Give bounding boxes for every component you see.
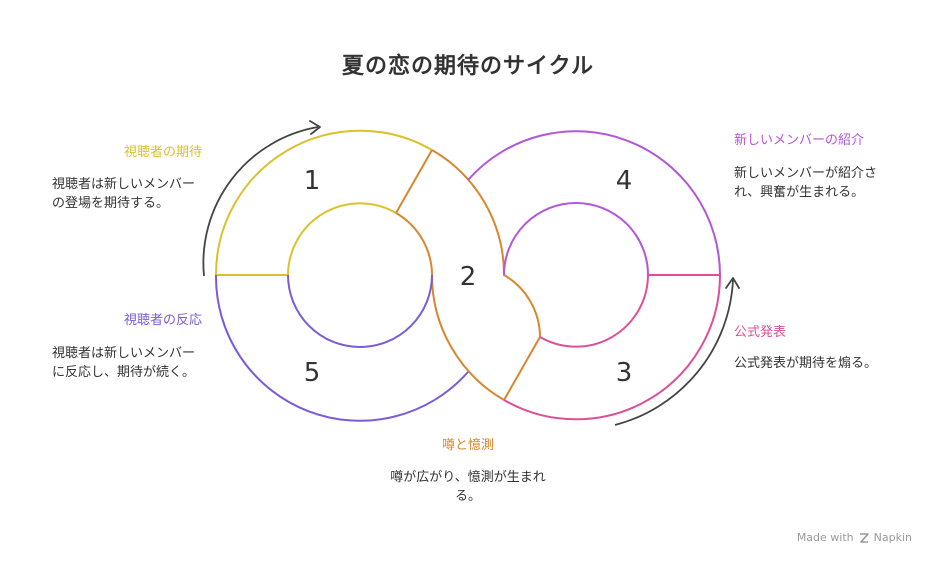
segment-4 (467, 130, 721, 276)
stage-desc-2: 噂が広がり、憶測が生まれる。 (390, 470, 546, 504)
segment-1 (214, 129, 433, 276)
flow-arrow-left (202, 120, 321, 277)
stage-number-4: 4 (615, 166, 633, 196)
segment-3 (503, 274, 722, 421)
stage-title-2: 噂と憶測 (441, 438, 494, 453)
stage-number-1: 1 (303, 166, 321, 196)
stage-number-2: 2 (459, 262, 477, 292)
stage-title-5: 視聴者の反応 (123, 313, 202, 328)
stage-number-5: 5 (303, 358, 321, 388)
stage-title-1: 視聴者の期待 (123, 145, 202, 160)
stage-title-3: 公式発表 (734, 325, 787, 340)
stage-desc-1: 視聴者は新しいメンバーの登場を期待する。 (52, 177, 196, 211)
napkin-watermark: Made with Napkin (797, 531, 912, 544)
stage-title-4: 新しいメンバーの紹介 (734, 133, 865, 148)
napkin-brand-label: Napkin (873, 531, 912, 544)
made-with-label: Made with (796, 531, 854, 544)
segment-2 (395, 149, 541, 401)
stage-desc-5: 視聴者は新しいメンバーに反応し、期待が続く。 (52, 346, 196, 380)
napkin-logo-icon (859, 532, 869, 543)
segment-5 (214, 274, 469, 422)
stage-number-3: 3 (615, 358, 633, 388)
page-title: 夏の恋の期待のサイクル (342, 54, 594, 79)
stage-desc-4: 新しいメンバーが紹介され、興奮が生まれる。 (734, 166, 878, 200)
stage-desc-3: 公式発表が期待を煽る。 (734, 356, 878, 371)
flow-arrow-right (614, 277, 740, 426)
